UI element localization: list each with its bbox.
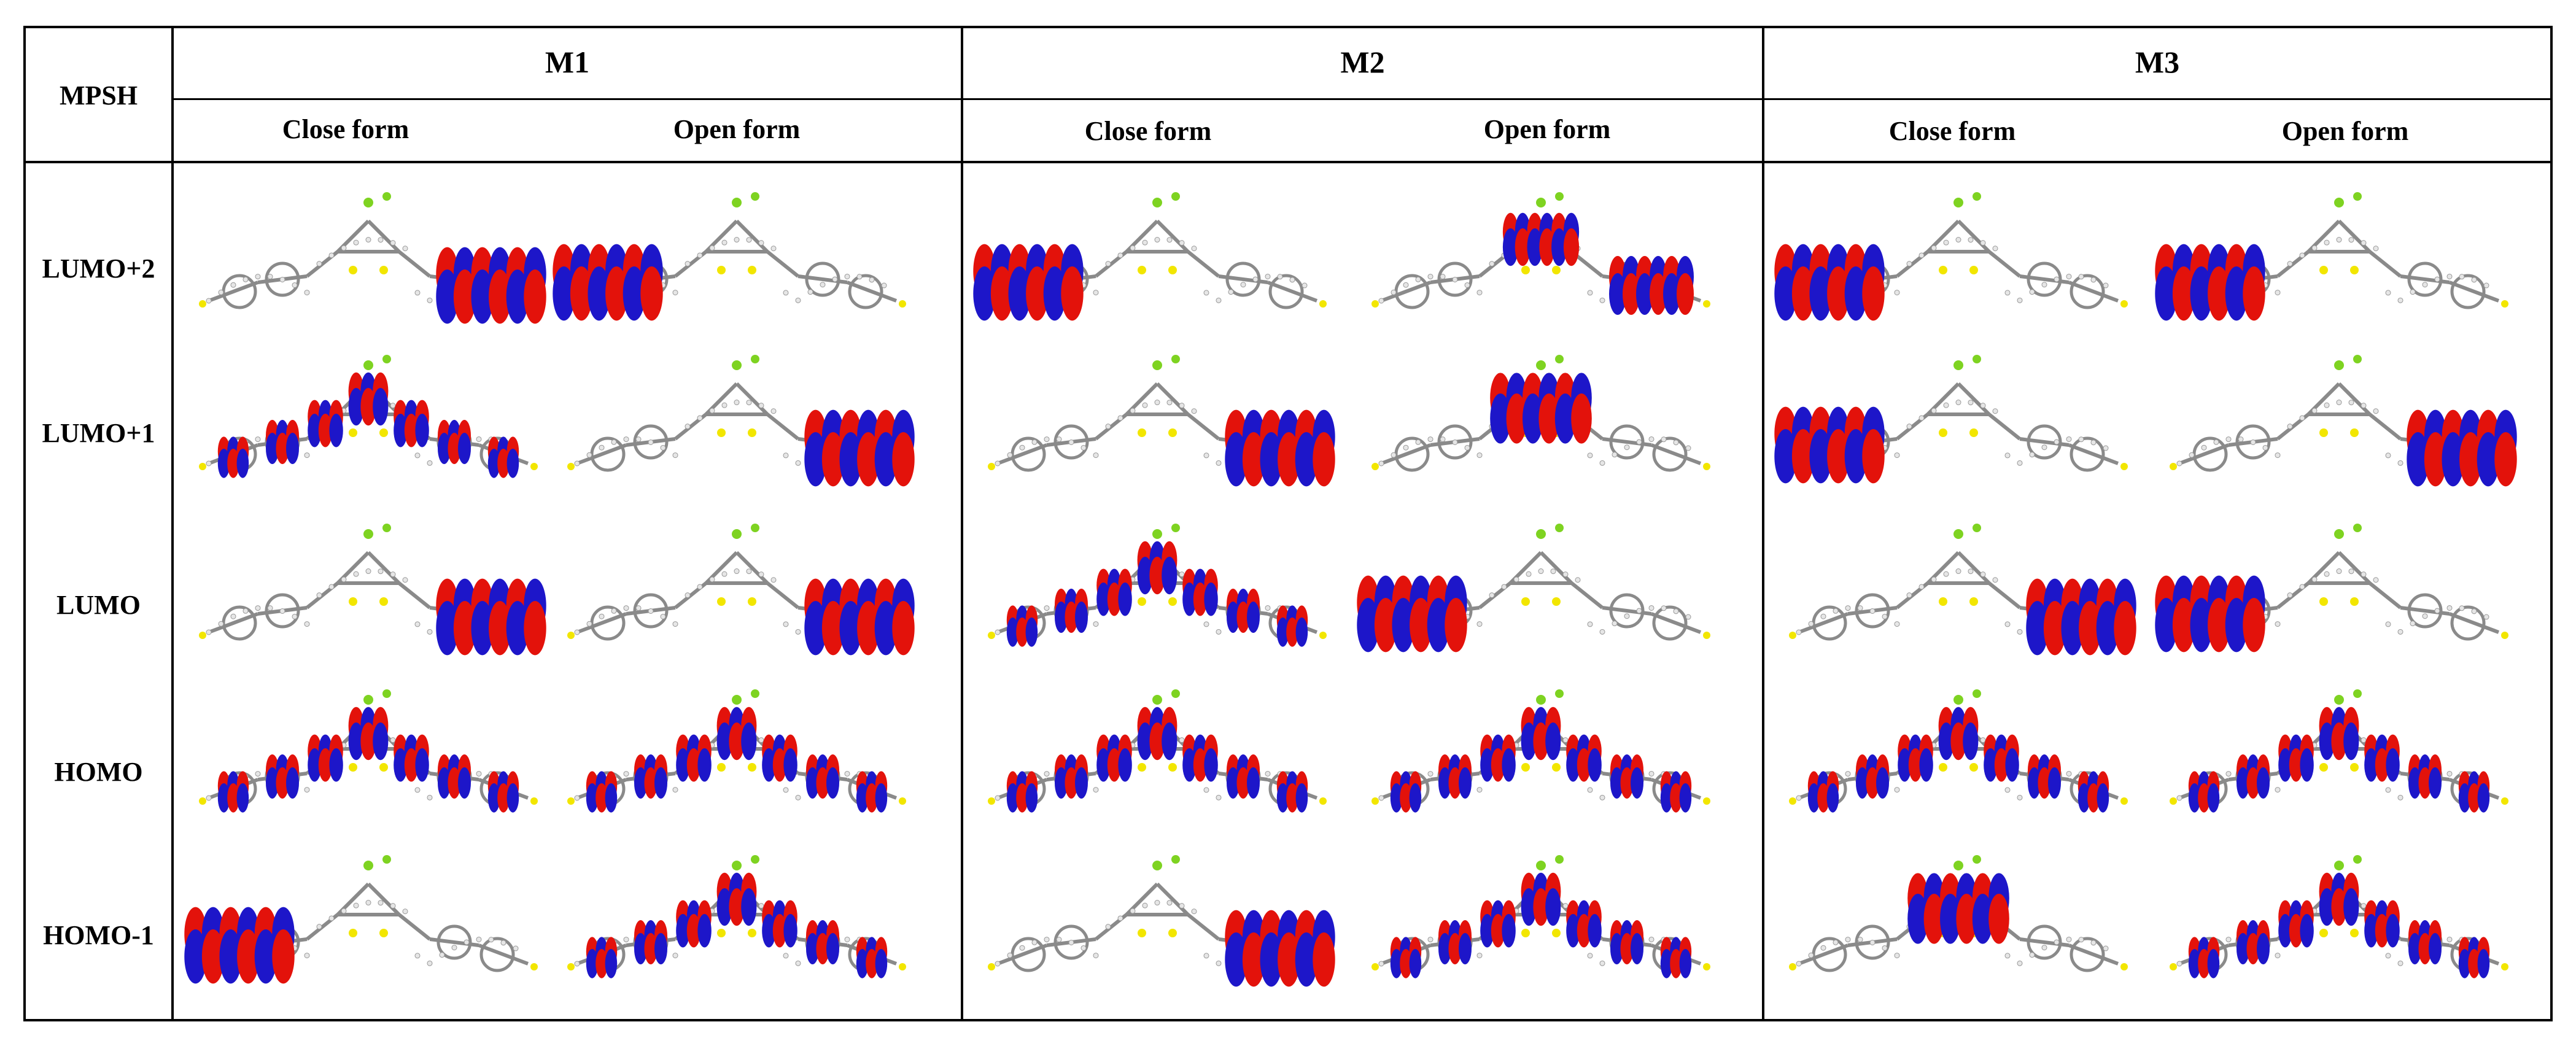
col-divider-label	[171, 26, 174, 1021]
header-subrule	[171, 98, 2553, 100]
row-label-lumo: LUMO	[56, 590, 141, 620]
orbital-image-homo-minus-1-m3-open	[2155, 841, 2523, 1007]
molecule-header-m1: M1	[545, 45, 590, 79]
row-label-lumo-plus-2: LUMO+2	[42, 254, 155, 284]
orbital-image-lumo-m2-close	[973, 509, 1341, 675]
orbital-image-lumo-plus-2-m1-open	[553, 178, 921, 344]
orbital-image-lumo-plus-1-m3-close	[1774, 341, 2143, 506]
orbital-image-homo-minus-1-m1-close	[184, 841, 553, 1007]
orbital-image-lumo-plus-2-m2-close	[973, 178, 1341, 344]
orbital-image-lumo-plus-2-m1-close	[184, 178, 553, 344]
corner-label: MPSH	[59, 80, 138, 110]
orbital-image-lumo-m1-open	[553, 509, 921, 675]
orbital-image-homo-m3-open	[2155, 675, 2523, 841]
form-header-m2-close: Close form	[1084, 116, 1212, 146]
table-border-bottom	[23, 1019, 2553, 1021]
orbital-image-lumo-m3-close	[1774, 509, 2143, 675]
orbital-image-lumo-plus-1-m2-open	[1357, 341, 1725, 506]
col-divider-m1-m2	[961, 26, 963, 1021]
orbital-image-lumo-plus-2-m3-close	[1774, 178, 2143, 344]
orbital-image-lumo-plus-1-m1-open	[553, 341, 921, 506]
row-label-lumo-plus-1: LUMO+1	[42, 418, 155, 448]
orbital-image-homo-minus-1-m2-open	[1357, 841, 1725, 1007]
row-label-homo-minus-1: HOMO-1	[43, 920, 154, 950]
orbital-image-lumo-plus-2-m2-open	[1357, 178, 1725, 344]
table-border-left	[23, 26, 26, 1021]
row-label-homo: HOMO	[54, 757, 143, 787]
form-header-m1-open: Open form	[673, 114, 801, 144]
col-divider-m2-m3	[1762, 26, 1764, 1021]
form-header-m1-close: Close form	[282, 114, 409, 144]
orbital-image-homo-m3-close	[1774, 675, 2143, 841]
orbital-image-homo-m1-close	[184, 675, 553, 841]
molecule-header-m3: M3	[2135, 45, 2180, 79]
orbital-image-homo-m2-open	[1357, 675, 1725, 841]
table-border-right	[2550, 26, 2553, 1021]
form-header-m3-close: Close form	[1888, 116, 2016, 146]
form-header-m3-open: Open form	[2281, 116, 2409, 146]
orbital-image-lumo-m2-open	[1357, 509, 1725, 675]
table-border-top	[23, 26, 2553, 28]
orbital-image-lumo-plus-2-m3-open	[2155, 178, 2523, 344]
orbital-image-lumo-plus-1-m2-close	[973, 341, 1341, 506]
orbital-image-homo-minus-1-m1-open	[553, 841, 921, 1007]
orbital-image-homo-minus-1-m2-close	[973, 841, 1341, 1007]
form-header-m2-open: Open form	[1483, 114, 1611, 144]
orbital-image-lumo-m1-close	[184, 509, 553, 675]
orbital-image-homo-m2-close	[973, 675, 1341, 841]
orbital-image-lumo-plus-1-m3-open	[2155, 341, 2523, 506]
orbital-image-lumo-plus-1-m1-close	[184, 341, 553, 506]
orbital-image-homo-minus-1-m3-close	[1774, 841, 2143, 1007]
molecule-header-m2: M2	[1340, 45, 1385, 79]
orbital-image-lumo-m3-open	[2155, 509, 2523, 675]
orbital-image-homo-m1-open	[553, 675, 921, 841]
header-rule	[23, 161, 2553, 163]
